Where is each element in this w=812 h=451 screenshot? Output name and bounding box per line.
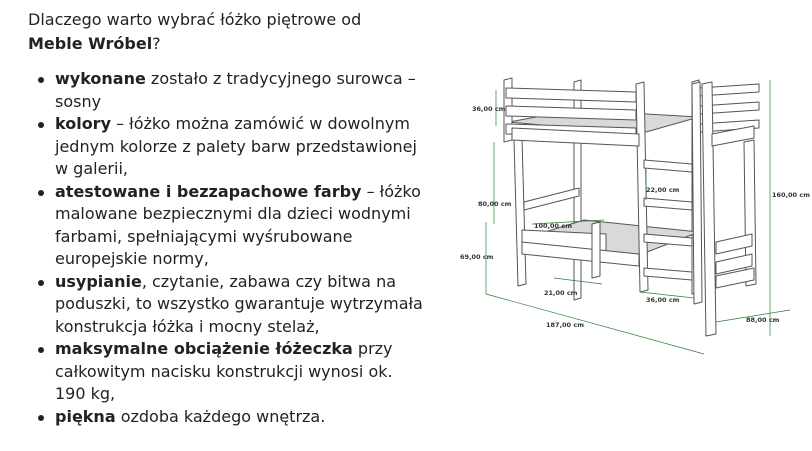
bullet-icon [38,414,44,421]
guard-post [591,221,601,279]
list-item: kolory – łóżko można zamówić w dowolnym … [28,113,423,181]
ladder-rung [643,159,693,173]
lower-side-rail-a [715,233,753,255]
upper-rail-top [505,87,637,103]
ladder-rung [643,233,693,247]
dim-guard-height: 21,00 cm [544,289,578,297]
front-left-post [513,137,527,287]
upper-rail-middle [505,105,637,121]
bullet-icon [38,189,44,196]
list-item: atestowane i bezzapachowe farby – łóżko … [28,181,423,271]
bullet-icon [38,122,44,128]
intro-prefix: Dlaczego warto wybrać łóżko piętrowe od [28,10,362,29]
lower-frame-side [715,267,755,289]
bunk-bed-drawing: 36,00 cm 22,00 cm 160,00 cm 80,00 cm 100… [434,62,812,358]
dim-total-height: 160,00 cm [772,191,810,199]
dim-guard-length: 100,00 cm [534,222,572,230]
list-item: maksymalne obciążenie łóżeczka przy całk… [28,338,423,406]
feature-term: wykonane [55,69,146,88]
upper-frame-side [711,125,755,147]
feature-text: – łóżko można zamówić w dowolnym jednym … [55,114,417,178]
intro-suffix: ? [152,34,161,53]
feature-term: atestowane i bezzapachowe farby [55,181,362,201]
feature-text: ozdoba każdego wnętrza. [115,406,326,426]
bunk-bed-svg: 36,00 cm 22,00 cm 160,00 cm 80,00 cm 100… [460,77,810,355]
dim-rail-height: 36,00 cm [472,105,506,113]
list-item: piękna ozdoba każdego wnętrza. [28,406,423,429]
dim-lower-height: 69,00 cm [460,253,494,261]
bullet-icon [38,279,44,286]
feature-list: wykonane zostało z tradycyjnego surowca … [28,68,423,428]
dim-width: 88,00 cm [746,316,780,324]
feature-term: kolory [55,114,111,133]
dim-ladder-width: 36,00 cm [646,296,680,304]
list-item: usypianie, czytanie, zabawa czy bitwa na… [28,271,423,339]
lower-guard-back [523,187,580,211]
ladder-rung [643,267,693,281]
feature-text: zostało z tradycyjnego surowca – sosny [55,69,416,111]
dim-ladder-step: 22,00 cm [646,186,680,194]
bullet-icon [38,347,44,353]
upper-frame-front [511,127,640,147]
feature-term: maksymalne obciążenie łóżeczka [55,339,353,358]
feature-term: usypianie [55,271,142,291]
ladder-rung [643,197,693,211]
dim-length: 187,00 cm [546,321,584,329]
feature-text: , czytanie, zabawa czy bitwa na poduszki… [55,271,423,336]
feature-text: przy całkowitym nacisku konstrukcji wyno… [55,339,393,403]
bullet-icon [38,77,44,83]
lower-side-rail-b [715,253,753,275]
front-right-post [701,81,717,337]
feature-term: piękna [55,406,116,426]
intro-heading: Dlaczego warto wybrać łóżko piętrowe od … [28,8,408,56]
dim-bed-clearance: 80,00 cm [478,200,512,208]
brand-name: Meble Wróbel [28,34,153,53]
feature-text: – łóżko malowane bezpiecznymi dla dzieci… [55,181,421,269]
list-item: wykonane zostało z tradycyjnego surowca … [28,68,423,113]
ladder-post-right-front [691,81,703,305]
